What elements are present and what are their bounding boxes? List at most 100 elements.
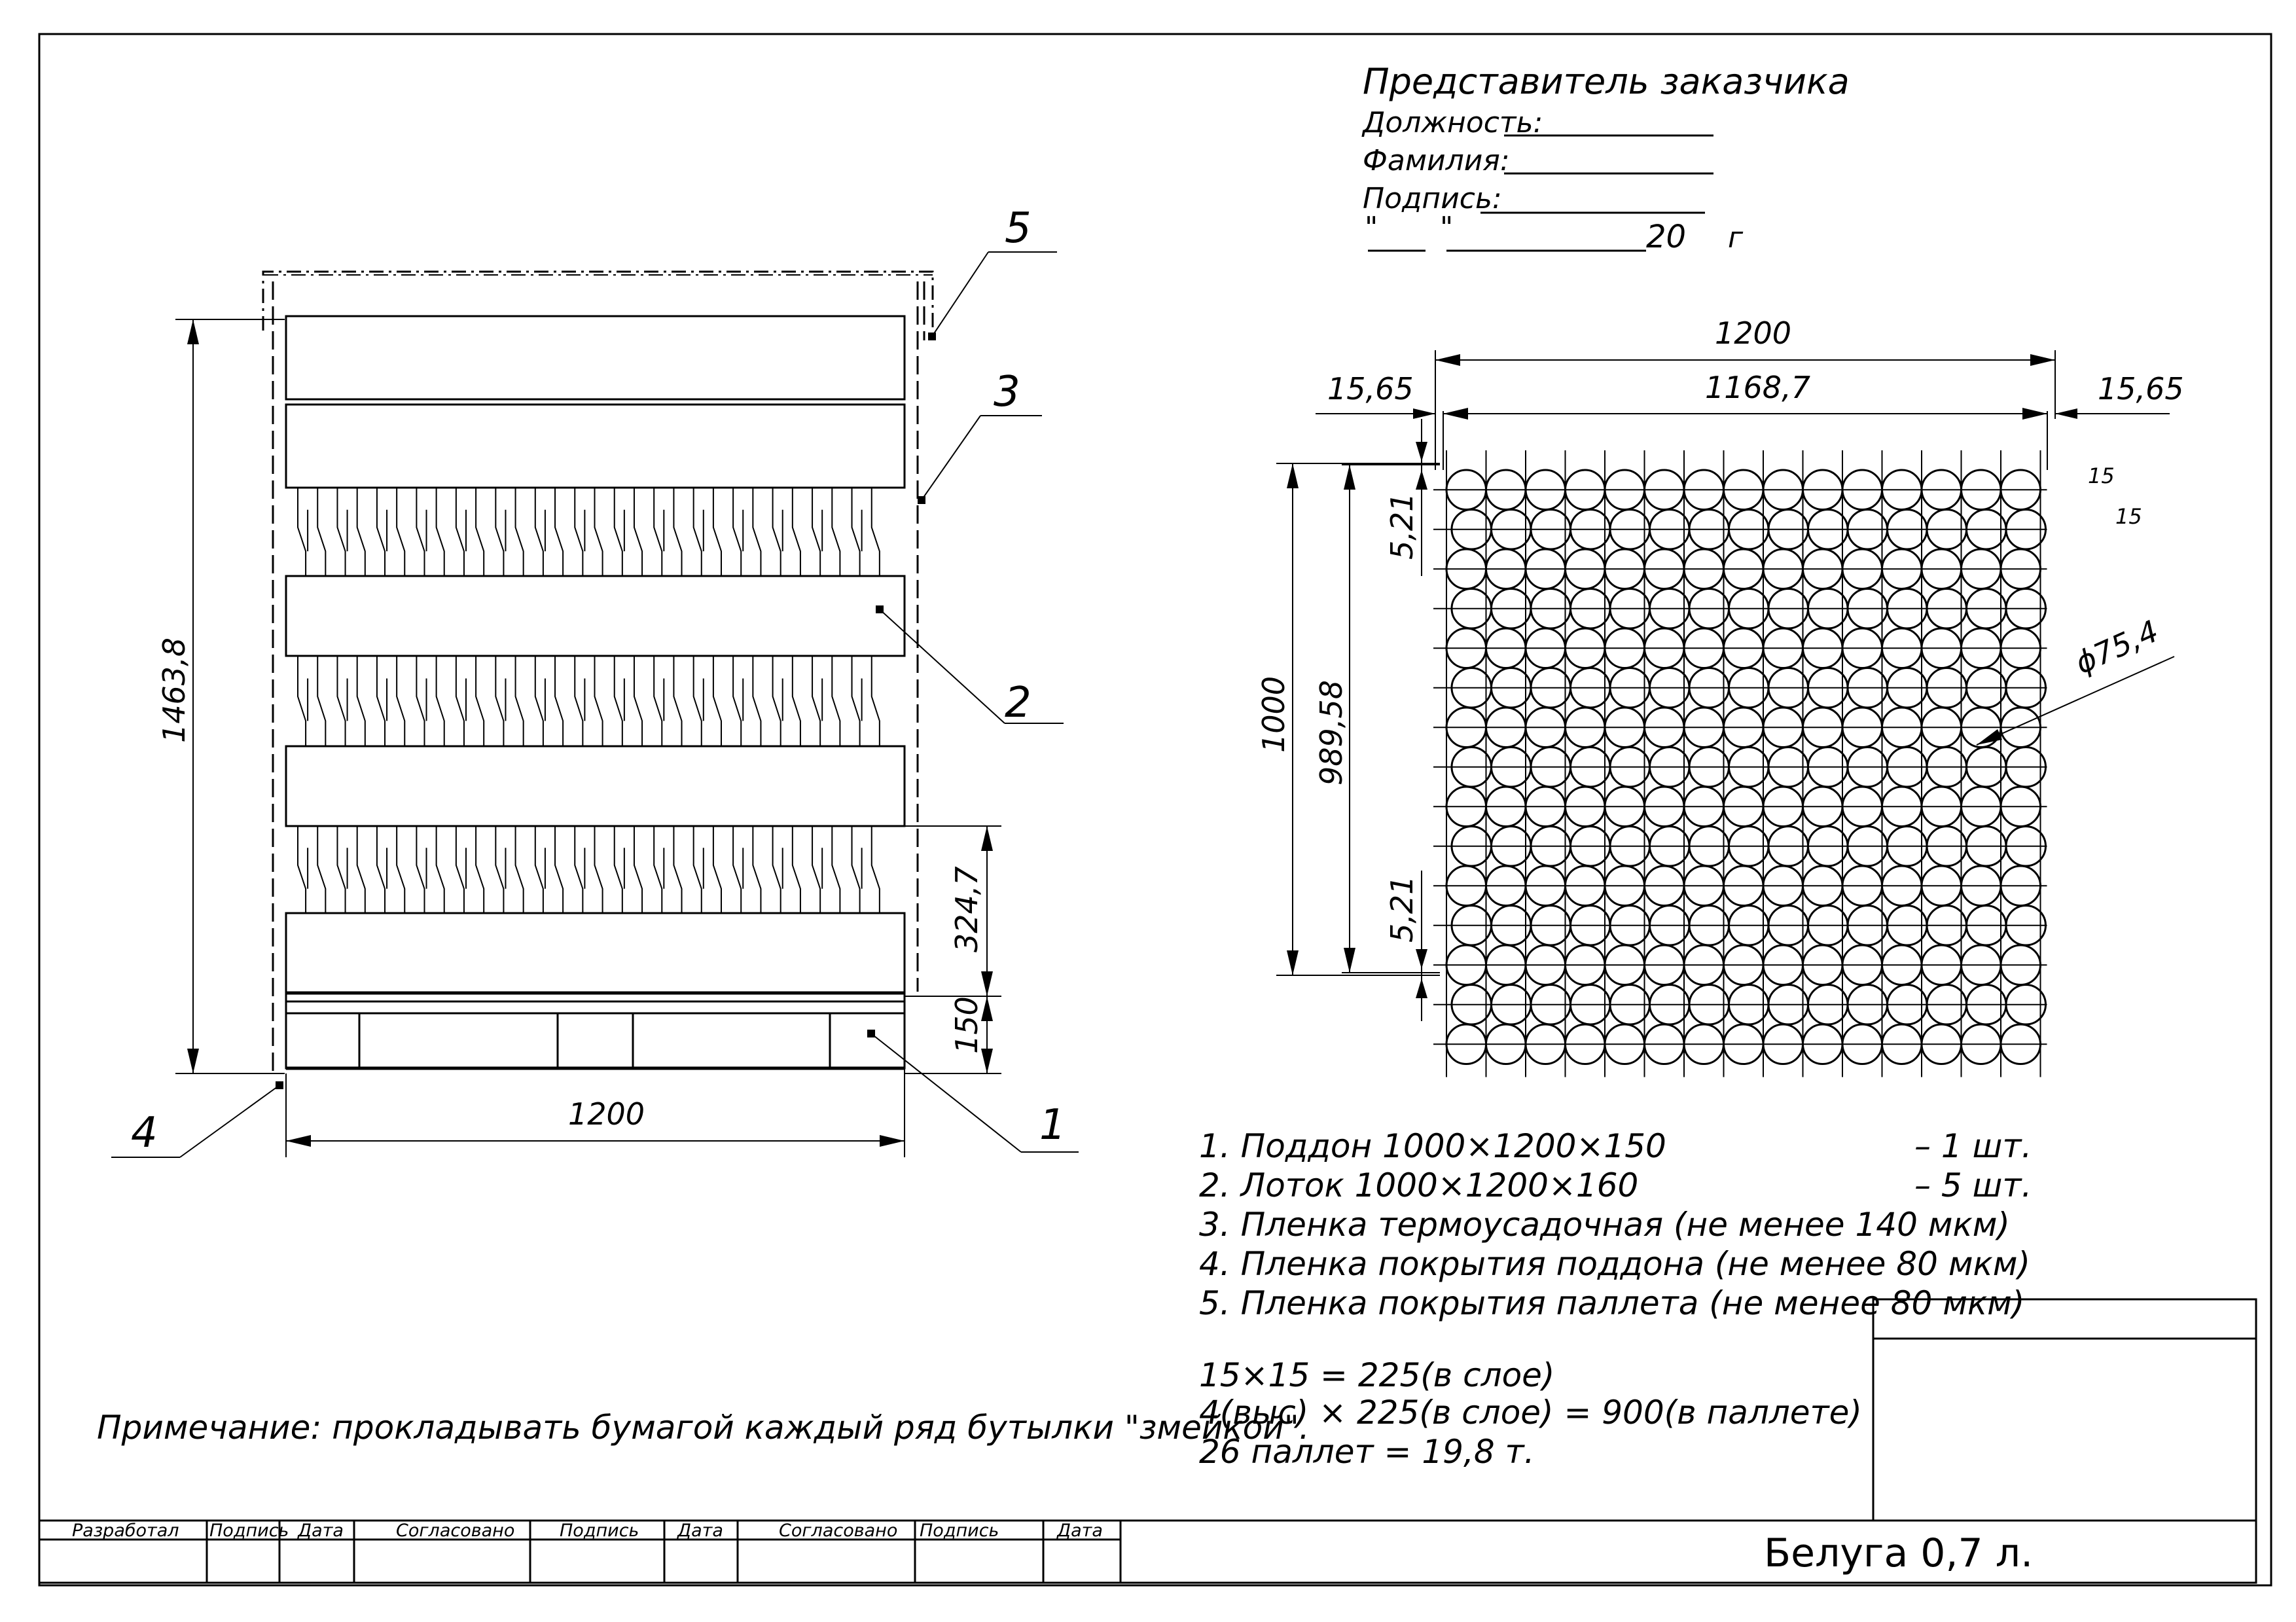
- bottle-outline: [673, 488, 683, 576]
- surname-label: Фамилия:: [1363, 144, 1510, 177]
- spec-item-4: 4. Пленка покрытия поддона (не менее 80 …: [1199, 1245, 2030, 1283]
- customer-title: Представитель заказчика: [1363, 61, 1850, 102]
- signature-label: Подпись:: [1363, 182, 1502, 215]
- bottle-outline: [633, 826, 643, 913]
- bottle-outline: [356, 656, 366, 746]
- title-row-frame: [38, 1519, 2257, 1584]
- bottle-outline: [692, 488, 702, 576]
- bottle-outline: [396, 826, 406, 913]
- bottle-outline: [712, 488, 722, 576]
- callout-3: 3: [994, 368, 1020, 416]
- bottle-outline: [554, 826, 564, 913]
- spec-item-2-qty: – 5 шт.: [1914, 1166, 2032, 1204]
- calc-line-1: 15×15 = 225(в слое): [1199, 1356, 1554, 1394]
- bottle-outline: [416, 656, 425, 746]
- bottle-outline: [495, 826, 505, 913]
- bottle-outline: [692, 656, 702, 746]
- bottle-outline: [673, 656, 683, 746]
- bottle-outline: [574, 826, 584, 913]
- bottle-outline: [870, 826, 880, 913]
- bottle-outline: [712, 826, 722, 913]
- bottle-outline: [613, 488, 623, 576]
- bottle-outline: [772, 656, 781, 746]
- bottle-outline: [812, 488, 821, 576]
- bottle-outline: [396, 488, 406, 576]
- bottle-outline: [534, 488, 544, 576]
- dim-top-inner-width: 1168,7: [1705, 370, 1810, 405]
- tb-header-4: Согласовано: [396, 1521, 514, 1541]
- bottle-outline: [455, 488, 465, 576]
- tb-header-2: Подпись: [209, 1521, 289, 1541]
- pallet-block-center: [556, 1012, 634, 1070]
- date-quote-close: ": [1440, 211, 1453, 244]
- bottle-outline: [356, 488, 366, 576]
- bottle-outline: [851, 826, 861, 913]
- bottle-outline: [772, 826, 781, 913]
- bottle-outline: [732, 826, 742, 913]
- pallet-block-left: [285, 1012, 361, 1070]
- tray-5: [285, 912, 906, 994]
- bottle-outline: [475, 826, 485, 913]
- bottle-outline: [554, 656, 564, 746]
- bottle-outline: [435, 488, 445, 576]
- bottle-outline: [297, 826, 307, 913]
- top-view: 1200 1168,7 15,65 15,65 1000 989,58: [1256, 315, 2184, 1077]
- bottle-outline: [376, 488, 386, 576]
- bottle-outline: [633, 488, 643, 576]
- callout-5: 5: [1005, 204, 1031, 253]
- bottle-outline: [336, 826, 346, 913]
- bottle-outline: [495, 488, 505, 576]
- bottle-outline: [594, 826, 603, 913]
- tb-header-8: Подпись: [920, 1521, 999, 1541]
- spec-item-1-qty: – 1 шт.: [1914, 1127, 2032, 1165]
- callout-4: 4: [131, 1109, 158, 1157]
- bottle-outline: [851, 488, 861, 576]
- calc-line-2: 4(выс) × 225(в слое) = 900(в паллете): [1199, 1394, 1862, 1432]
- dim-total-height: 1463,8: [156, 638, 192, 743]
- bottle-outline: [653, 826, 663, 913]
- tray-3: [285, 575, 906, 657]
- bottle-outline: [870, 656, 880, 746]
- bottle-outline: [574, 656, 584, 746]
- spec-item-5: 5. Пленка покрытия паллета (не менее 80 …: [1199, 1284, 2024, 1322]
- side-stamp-box: [1872, 1298, 2257, 1522]
- pallet: [285, 991, 906, 1070]
- bottle-outline: [317, 826, 327, 913]
- bottle-outline: [791, 656, 801, 746]
- date-year-suffix: г: [1728, 221, 1744, 255]
- dim-margin-right: 15,65: [2098, 371, 2184, 406]
- tb-header-1: Разработал: [72, 1521, 179, 1541]
- bottle-grid: [1433, 450, 2047, 1077]
- spec-item-1: 1. Поддон 1000×1200×150: [1199, 1127, 1666, 1165]
- bottle-outline: [475, 488, 485, 576]
- title-block: Разработал Подпись Дата Согласовано Подп…: [38, 1298, 2257, 1584]
- bottle-outline: [534, 826, 544, 913]
- bottle-outline: [475, 656, 485, 746]
- bottle-outline: [376, 826, 386, 913]
- tray-2: [285, 403, 906, 489]
- bottle-outline: [495, 656, 505, 746]
- note: Примечание: прокладывать бумагой каждый …: [97, 1409, 1310, 1447]
- dim-pallet-height: 150: [949, 996, 984, 1054]
- bottle-outline: [435, 656, 445, 746]
- bottle-circle: [2000, 1023, 2041, 1065]
- bottle-outline: [732, 656, 742, 746]
- dim-top-height: 1000: [1256, 676, 1291, 753]
- side-view: 1463,8 1200 324,7 150 1 2 3: [111, 204, 1079, 1158]
- bottle-outline: [514, 826, 524, 913]
- bottle-row-3: [297, 826, 880, 913]
- bottle-row-1: [297, 488, 880, 576]
- bottle-outline: [574, 488, 584, 576]
- bottle-outline: [831, 826, 841, 913]
- bottle-outline: [752, 488, 762, 576]
- dim-top-inner-height: 989,58: [1314, 680, 1349, 785]
- bottle-outline: [831, 656, 841, 746]
- customer-block: Представитель заказчика Должность: Фамил…: [1361, 61, 1850, 255]
- bottle-outline: [812, 826, 821, 913]
- tb-header-5: Подпись: [560, 1521, 639, 1541]
- bottle-outline: [554, 488, 564, 576]
- callout-2: 2: [1005, 679, 1031, 727]
- count-rows: 15: [2115, 504, 2142, 529]
- callout-1: 1: [1039, 1101, 1066, 1149]
- bottle-outline: [653, 656, 663, 746]
